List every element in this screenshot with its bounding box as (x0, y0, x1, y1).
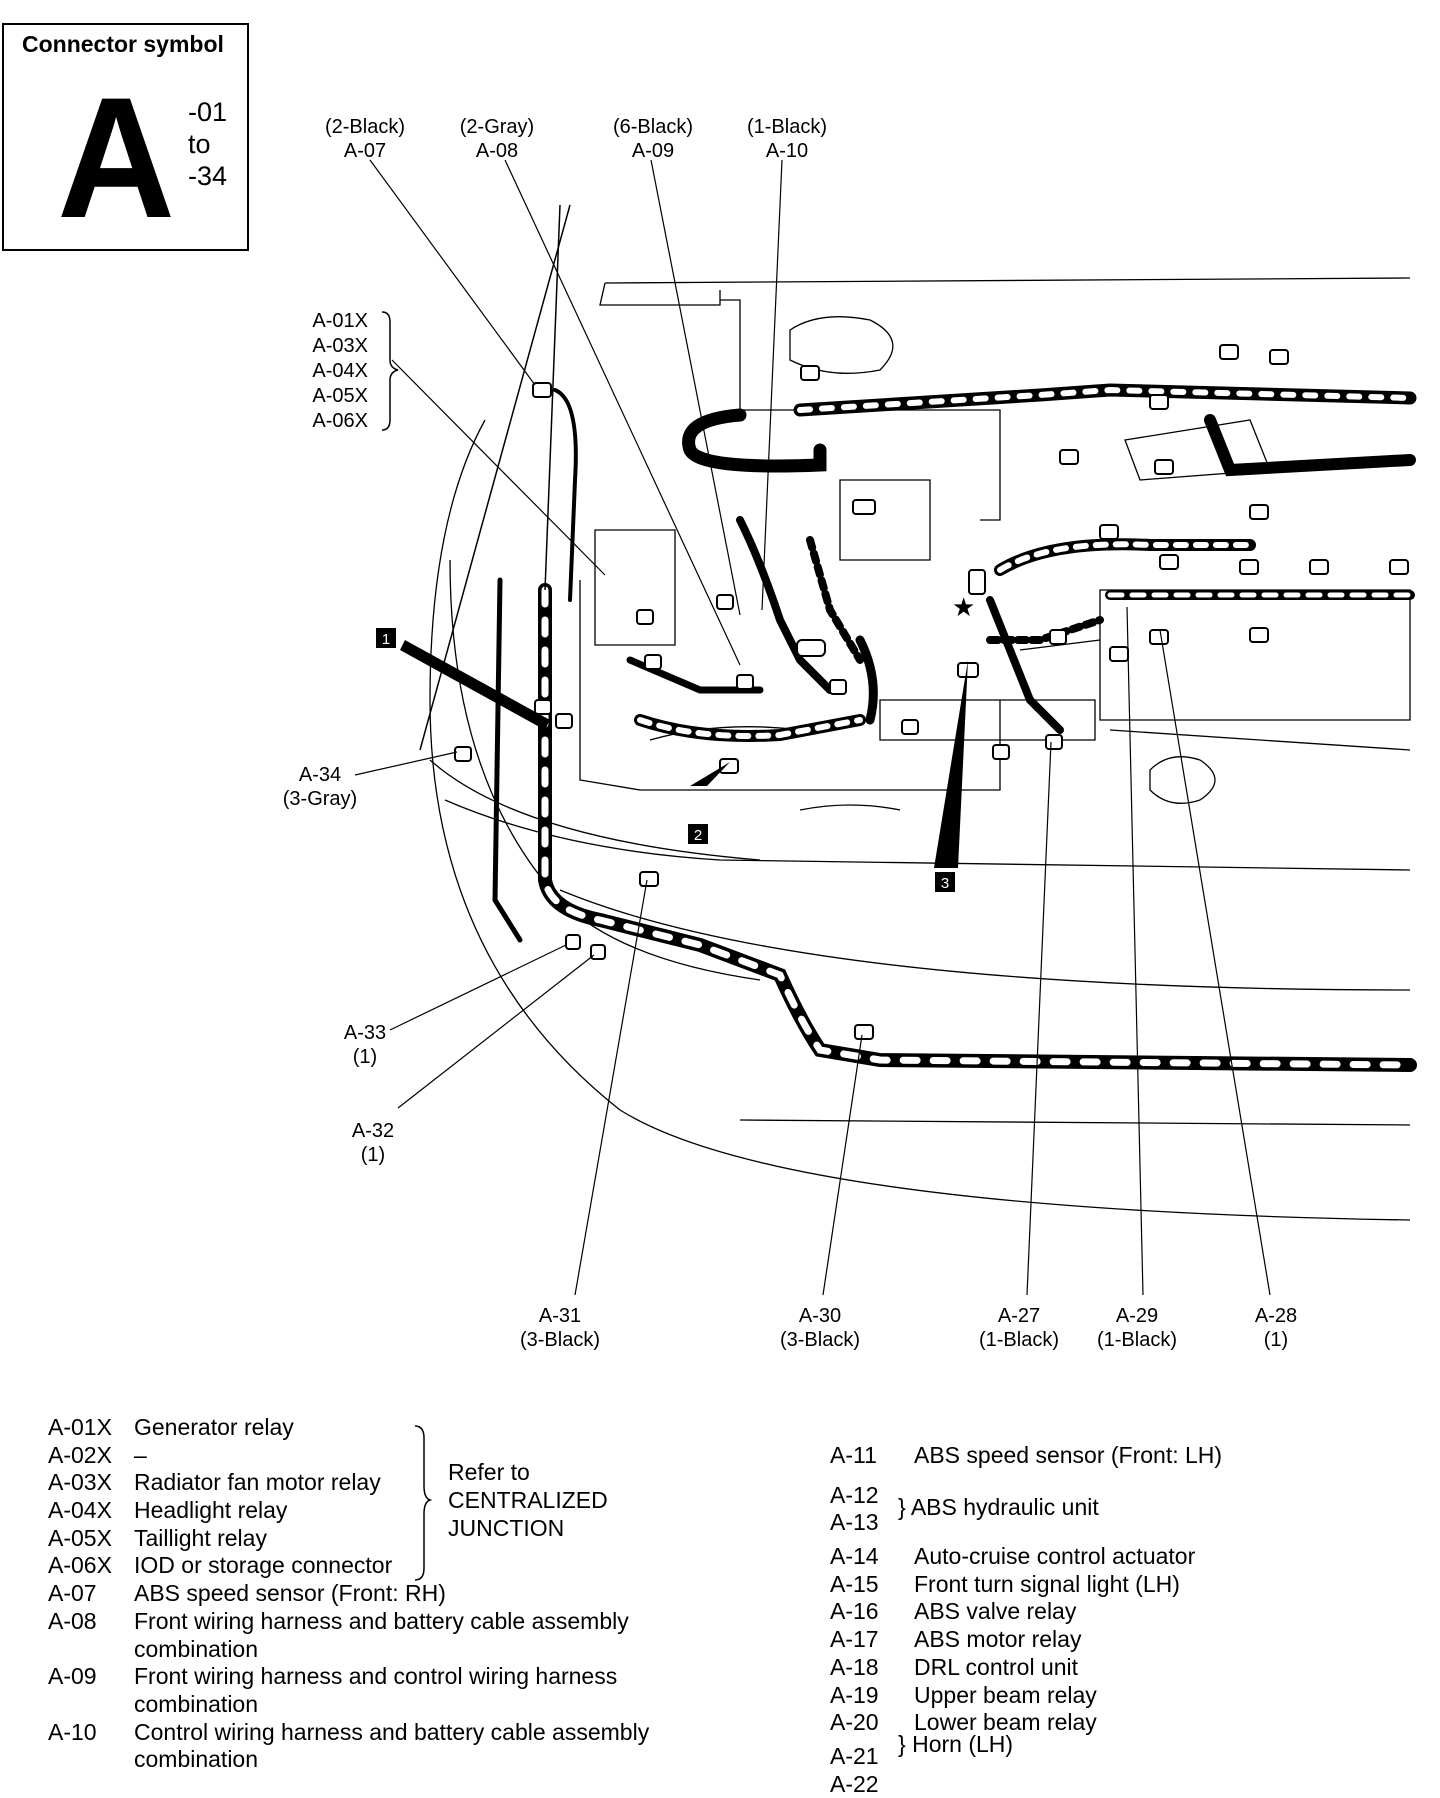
range-from: -01 (188, 97, 228, 127)
legend-row: A-13 (830, 1509, 879, 1536)
callout-a28-code: A-28 (1255, 1305, 1297, 1327)
callout-a34-code: A-34 (299, 764, 341, 786)
connector-symbol-box: Connector symbol A -01 to -34 (2, 23, 249, 251)
callout-a34-color: (3-Gray) (283, 788, 357, 810)
callout-a29-color: (1-Black) (1097, 1329, 1177, 1351)
refer-note-line: CENTRALIZED (448, 1487, 608, 1513)
engine-block-outline (1099, 589, 1411, 721)
callout-x-item: A-04X (312, 360, 368, 382)
callout-a31-color: (3-Black) (520, 1329, 600, 1351)
star-marker-icon: ★ (952, 592, 975, 622)
callout-a30-color: (3-Black) (780, 1329, 860, 1351)
callout-x-item: A-06X (312, 410, 368, 432)
connector-a30 (854, 1024, 874, 1040)
callout-a10-color: (1-Black) (747, 116, 827, 138)
badge-2: 2 (688, 762, 730, 844)
horn-label: } Horn (LH) (898, 1731, 1014, 1757)
callout-a32-code: A-32 (352, 1120, 394, 1142)
refer-brace (414, 1425, 432, 1581)
refer-note-line: Refer to (448, 1459, 530, 1485)
callout-a33-color: (1) (353, 1046, 377, 1068)
body-outline-outer (429, 419, 1411, 1221)
callout-a08-color: (2-Gray) (460, 116, 534, 138)
callout-a08-code: A-08 (476, 140, 518, 162)
connector-symbol-letter: A (57, 62, 176, 254)
callout-x-item: A-05X (312, 385, 368, 407)
range-to: -34 (188, 161, 228, 191)
legend-row: combination (134, 1635, 259, 1662)
battery-box (594, 529, 676, 646)
callout-a31-code: A-31 (539, 1305, 581, 1327)
battery-cable (682, 408, 827, 473)
callout-a07-color: (2-Black) (325, 116, 405, 138)
callout-a07-code: A-07 (344, 140, 386, 162)
svg-text:3: 3 (941, 875, 949, 892)
badge-1: 1 (376, 628, 550, 730)
legend-row: A-22 (830, 1770, 879, 1797)
main-harness-front (538, 583, 1417, 1072)
legend-row: A-02X– (48, 1441, 147, 1468)
callout-a10-code: A-10 (766, 140, 808, 162)
legend-row: A-12 (830, 1481, 879, 1508)
callout-x-item: A-03X (312, 335, 368, 357)
connector-symbol-title: Connector symbol (22, 31, 224, 57)
svg-text:1: 1 (382, 631, 390, 648)
callout-a32-color: (1) (361, 1144, 385, 1166)
callout-a33-code: A-33 (344, 1022, 386, 1044)
connector-a32 (590, 944, 606, 960)
connector-a07 (532, 382, 552, 398)
callout-a27-color: (1-Black) (979, 1329, 1059, 1351)
callout-a30-code: A-30 (799, 1305, 841, 1327)
abs-hydraulic-label: } ABS hydraulic unit (898, 1494, 1099, 1520)
connector-a33 (565, 934, 581, 950)
callout-a09-color: (6-Black) (613, 116, 693, 138)
connector-a31 (639, 871, 659, 887)
refer-note: Refer to CENTRALIZED JUNCTION (448, 1458, 608, 1542)
connector-a34 (454, 746, 472, 762)
wiring-diagram: ★ 1 2 3 (2-Black) A-07 (2-Gray) (283, 116, 1417, 1351)
callout-a09-code: A-09 (632, 140, 674, 162)
callout-a29-code: A-29 (1116, 1305, 1158, 1327)
refer-note-line: JUNCTION (448, 1515, 565, 1541)
badge-3: 3 (934, 660, 968, 892)
range-to-word: to (188, 129, 211, 159)
callout-a28-color: (1) (1264, 1329, 1288, 1351)
callout-a27-code: A-27 (998, 1305, 1040, 1327)
callout-x-item: A-01X (312, 310, 368, 332)
legend-row: combination (134, 1690, 259, 1717)
x-list-brace (381, 311, 399, 431)
fuse-box-outline (839, 479, 931, 561)
legend-row: combination (134, 1746, 259, 1773)
legend-row: A-21 (830, 1742, 879, 1769)
svg-text:2: 2 (694, 827, 702, 844)
